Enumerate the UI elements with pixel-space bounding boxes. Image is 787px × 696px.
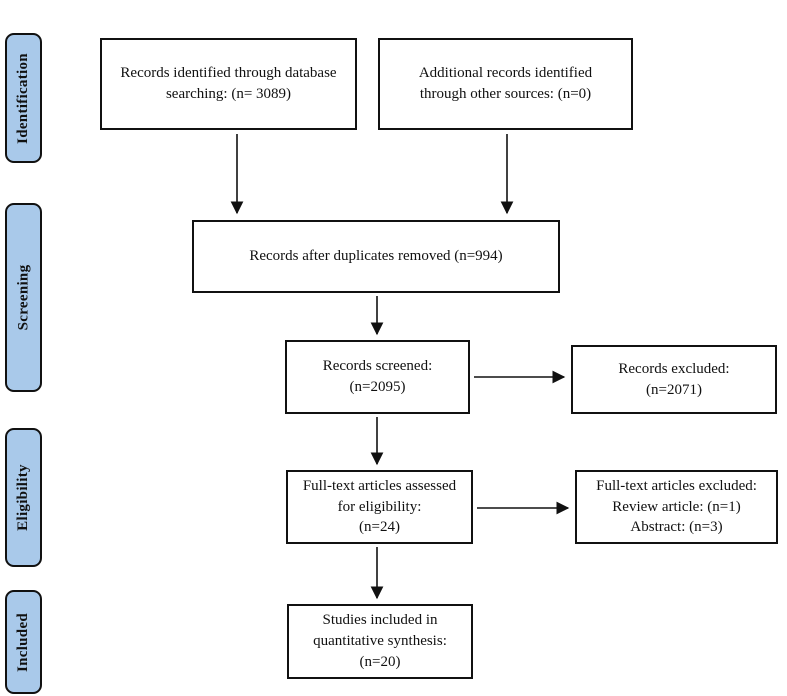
stage-label-included: Included: [5, 590, 42, 694]
box-text-line: Studies included in: [322, 612, 438, 629]
box-fulltext-excluded: Full-text articles excluded: Review arti…: [575, 470, 778, 544]
box-text-line: (n=24): [359, 519, 400, 536]
box-text-line: Full-text articles excluded:: [596, 477, 757, 494]
box-text-line: for eligibility:: [337, 498, 422, 515]
stage-label-text: Included: [15, 612, 31, 672]
box-after-duplicates-removed: Records after duplicates removed (n=994): [192, 220, 560, 293]
box-records-screened: Records screened: (n=2095): [285, 340, 470, 414]
box-text-line: (n=20): [359, 653, 401, 670]
box-text-line: quantitative synthesis:: [313, 633, 447, 650]
box-records-database: Records identified through database sear…: [100, 38, 357, 130]
box-text-line: Additional records identified: [418, 65, 593, 82]
box-text-line: (n=2095): [349, 379, 406, 395]
stage-label-text: Identification: [15, 52, 31, 144]
box-text-line: Records after duplicates removed (n=994): [249, 248, 503, 265]
box-records-excluded: Records excluded: (n=2071): [571, 345, 777, 414]
box-text-line: Records identified through database: [120, 65, 337, 82]
box-text-line: searching: (n= 3089): [165, 86, 292, 102]
box-text-line: Full-text articles assessed: [302, 477, 457, 494]
box-fulltext-assessed: Full-text articles assessed for eligibil…: [286, 470, 473, 544]
box-text-line: Records excluded:: [618, 360, 730, 377]
box-text-line: Review article: (n=1): [612, 498, 741, 515]
box-text-line: through other sources: (n=0): [419, 86, 592, 102]
stage-label-screening: Screening: [5, 203, 42, 392]
stage-label-eligibility: Eligibility: [5, 428, 42, 567]
box-text-line: Records screened:: [322, 358, 433, 375]
stage-label-text: Eligibility: [15, 464, 31, 531]
stage-label-identification: Identification: [5, 33, 42, 163]
box-text-line: (n=2071): [646, 381, 702, 398]
box-records-other-sources: Additional records identified through ot…: [378, 38, 633, 130]
box-text-line: Abstract: (n=3): [630, 519, 723, 536]
box-included-studies: Studies included in quantitative synthes…: [287, 604, 473, 679]
stage-label-text: Screening: [15, 264, 32, 331]
